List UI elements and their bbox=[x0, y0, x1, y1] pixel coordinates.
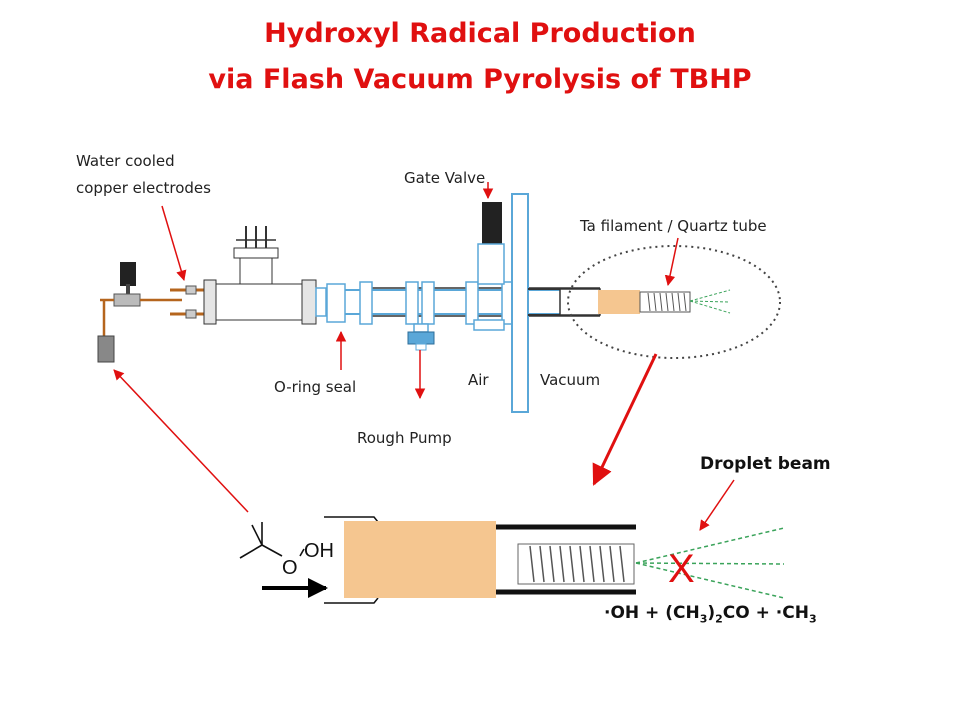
label-droplet-beam: Droplet beam bbox=[700, 454, 831, 474]
sample-plug bbox=[598, 290, 640, 314]
coil-zoom bbox=[529, 545, 625, 583]
beam-upper bbox=[689, 289, 731, 314]
zoom-ellipse bbox=[567, 245, 781, 359]
electrode-flange bbox=[203, 279, 217, 325]
filament-zoom bbox=[517, 543, 635, 585]
arrow-electrodes bbox=[161, 205, 187, 282]
gate-valve-knob bbox=[482, 202, 502, 244]
label-water-cooled-1: Water cooled bbox=[76, 152, 175, 170]
label-gate-valve: Gate Valve bbox=[404, 169, 486, 187]
label-vacuum: Vacuum bbox=[540, 371, 601, 389]
label-ta-filament: Ta filament / Quartz tube bbox=[580, 217, 767, 235]
label-water-cooled-2: copper electrodes bbox=[76, 179, 211, 197]
arrow-zoom bbox=[592, 353, 658, 486]
molecule-o: O bbox=[282, 557, 298, 579]
arrow-ta-filament bbox=[664, 237, 679, 287]
annotation-arrows bbox=[113, 182, 735, 531]
oring-seal bbox=[326, 283, 346, 323]
label-rough-pump: Rough Pump bbox=[357, 429, 452, 447]
label-oring-seal: O-ring seal bbox=[274, 378, 357, 396]
ta-filament-coil bbox=[647, 292, 687, 312]
arrow-sample-load bbox=[113, 369, 249, 513]
sample-plug-zoom bbox=[344, 521, 496, 598]
vacuum-wall bbox=[511, 193, 529, 413]
tbhp-molecule bbox=[239, 522, 305, 559]
title-line-1: Hydroxyl Radical Production bbox=[264, 18, 696, 49]
beam-zoom bbox=[635, 527, 785, 599]
valve-knob bbox=[120, 262, 136, 286]
quartz-tube bbox=[559, 288, 601, 316]
label-products: ·OH + (CH3)2CO + ·CH3 bbox=[604, 603, 817, 626]
sample-reservoir bbox=[97, 335, 115, 363]
molecule-oh: OH bbox=[304, 540, 334, 562]
valve-body bbox=[113, 293, 141, 307]
failure-x-mark: X bbox=[668, 547, 695, 591]
gate-valve bbox=[477, 243, 505, 285]
zoomed-view: O OH X bbox=[239, 516, 785, 604]
label-air: Air bbox=[468, 371, 489, 389]
arrow-droplet-beam bbox=[699, 479, 735, 531]
rough-pump-port bbox=[407, 331, 435, 345]
apparatus-upper bbox=[97, 193, 781, 413]
title-line-2: via Flash Vacuum Pyrolysis of TBHP bbox=[208, 64, 752, 95]
